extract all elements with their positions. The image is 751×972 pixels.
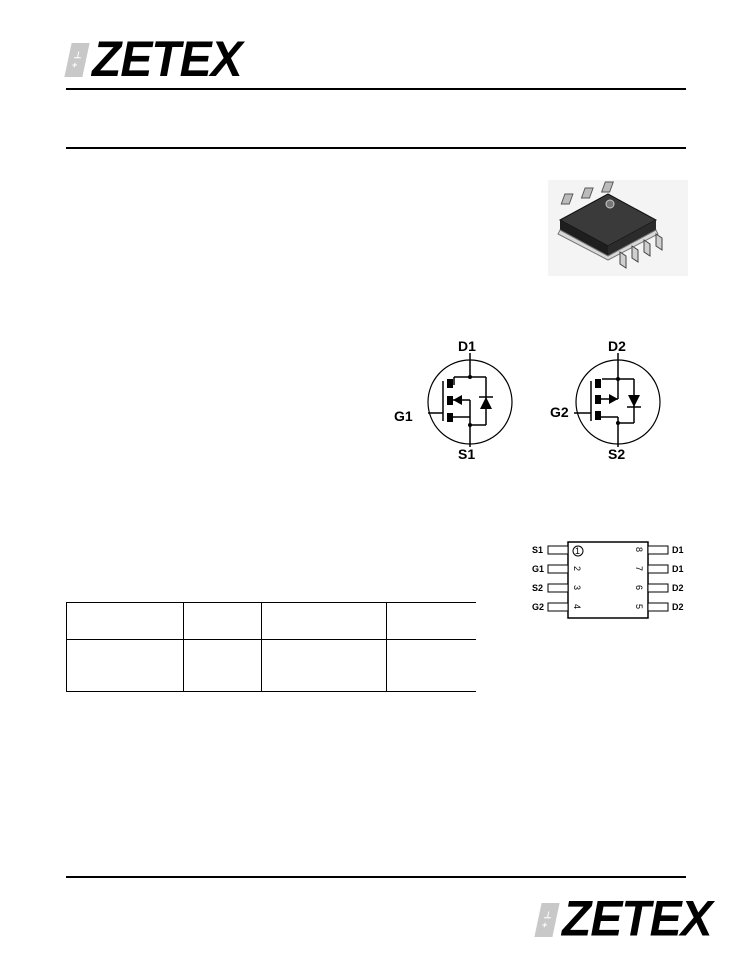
table-cell (183, 602, 262, 640)
spec-table (66, 602, 476, 692)
table-cell (183, 639, 262, 692)
pin-left-label: G2 (532, 602, 544, 612)
pin-left-label: G1 (532, 564, 544, 574)
pin-number: 2 (572, 566, 582, 571)
pin-right-label: D1 (672, 545, 684, 555)
pin-number: 7 (634, 566, 644, 571)
package-image (548, 180, 688, 276)
table-cell (66, 602, 184, 640)
mosfet1-gate-label: G1 (394, 408, 413, 424)
pin-number: 6 (634, 585, 644, 590)
pin-right-label: D1 (672, 564, 684, 574)
pin-number: 5 (634, 604, 644, 609)
pin-left-label: S2 (532, 583, 543, 593)
mosfet1-source-label: S1 (458, 446, 475, 461)
table-cell (386, 639, 476, 692)
header-logo-text: ZETEX (92, 31, 243, 88)
mosfet-symbol-1: D1 G1 S1 (394, 338, 513, 461)
header-logo: ⊥+ ZETEX (64, 31, 243, 88)
mosfet1-drain-label: D1 (458, 338, 476, 354)
pin-right-label: D2 (672, 602, 684, 612)
mosfet2-source-label: S2 (608, 446, 625, 461)
footer-logo-text: ZETEX (562, 891, 713, 948)
header-rule-top (66, 88, 686, 90)
mosfet2-drain-label: D2 (608, 338, 626, 354)
logo-mark-icon: ⊥+ (534, 903, 560, 937)
pinout-diagram: S1 G1 S2 G2 D1 D1 D2 D2 1 2 3 4 8 7 6 5 (532, 541, 684, 619)
table-cell (386, 602, 476, 640)
pin-number: 1 (575, 546, 580, 556)
pin-number: 4 (572, 604, 582, 609)
pin-number: 8 (634, 547, 644, 552)
logo-mark-icon: ⊥+ (64, 43, 90, 77)
table-cell (261, 602, 387, 640)
footer-logo: ⊥+ ZETEX (534, 891, 713, 948)
mosfet-symbol-2: D2 G2 S2 (550, 338, 661, 461)
mosfet2-gate-label: G2 (550, 404, 569, 420)
table-row (66, 602, 476, 640)
table-cell (261, 639, 387, 692)
table-cell (66, 639, 184, 692)
pin-left-label: S1 (532, 545, 543, 555)
header-rule-bottom (66, 147, 686, 149)
footer-rule (66, 876, 686, 878)
pin-number: 3 (572, 585, 582, 590)
table-row (66, 639, 476, 692)
pin-right-label: D2 (672, 583, 684, 593)
